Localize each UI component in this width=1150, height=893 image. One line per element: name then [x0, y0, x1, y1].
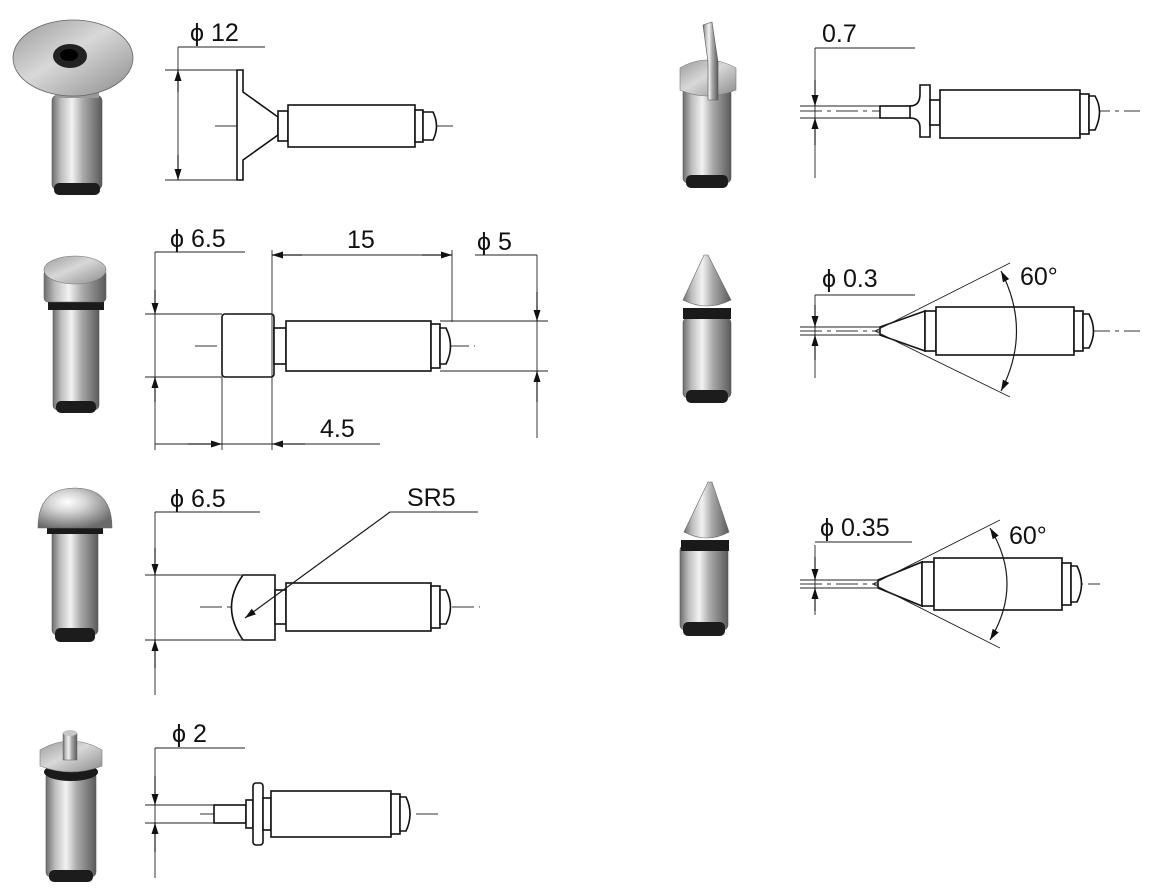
cone-tip-035-drawing: ϕ 0.35 60° [800, 514, 1100, 649]
flat-disc-anvil-photo [12, 19, 134, 195]
spherical-tip-radius-label: SR5 [407, 484, 456, 512]
flat-tip-diameter-label: ϕ 6.5 [170, 225, 226, 253]
pin-anvil-photo [39, 730, 103, 882]
flat-tip-face-label: 4.5 [320, 415, 355, 443]
flat-disc-diameter-label: ϕ 12 [190, 19, 239, 47]
flat-tip-length-label: 15 [347, 226, 375, 254]
cone-035-angle-label: 60° [1009, 522, 1047, 550]
cone-tip-03-drawing: ϕ 0.3 60° [800, 262, 1140, 398]
cone-tip-03: ϕ 0.3 60° [682, 254, 1140, 403]
flat-tip-shaft-label: ϕ 5 [477, 228, 512, 256]
blade-anvil-photo [679, 21, 737, 188]
cone-035-diameter-label: ϕ 0.35 [820, 514, 890, 542]
cone-tip-035: ϕ 0.35 60° [679, 481, 1100, 649]
blade-tip: 0.7 [679, 20, 1140, 188]
flat-disc-drawing: ϕ 12 [165, 19, 455, 181]
cone-03-angle-label: 60° [1020, 263, 1058, 291]
flat-tip: ϕ 6.5 15 ϕ 5 4.5 [43, 225, 548, 450]
cone-anvil-photo [682, 254, 732, 403]
pin-tip-drawing: ϕ 2 [145, 720, 440, 878]
spherical-tip-diameter-label: ϕ 6.5 [170, 485, 226, 513]
blade-tip-drawing: 0.7 [800, 20, 1140, 178]
cone-anvil-photo-2 [679, 481, 730, 636]
flat-cylinder-anvil-photo [43, 255, 107, 413]
pin-tip-diameter-label: ϕ 2 [172, 720, 207, 748]
spherical-anvil-photo [37, 487, 113, 642]
flat-tip-drawing: ϕ 6.5 15 ϕ 5 4.5 [145, 225, 548, 450]
blade-tip-thickness-label: 0.7 [822, 20, 857, 48]
spherical-tip: ϕ 6.5 SR5 [37, 484, 480, 695]
spherical-tip-drawing: ϕ 6.5 SR5 [145, 484, 480, 695]
flat-disc-tip: ϕ 12 [12, 19, 455, 195]
cone-03-diameter-label: ϕ 0.3 [822, 265, 878, 293]
pin-tip: ϕ 2 [39, 720, 440, 882]
